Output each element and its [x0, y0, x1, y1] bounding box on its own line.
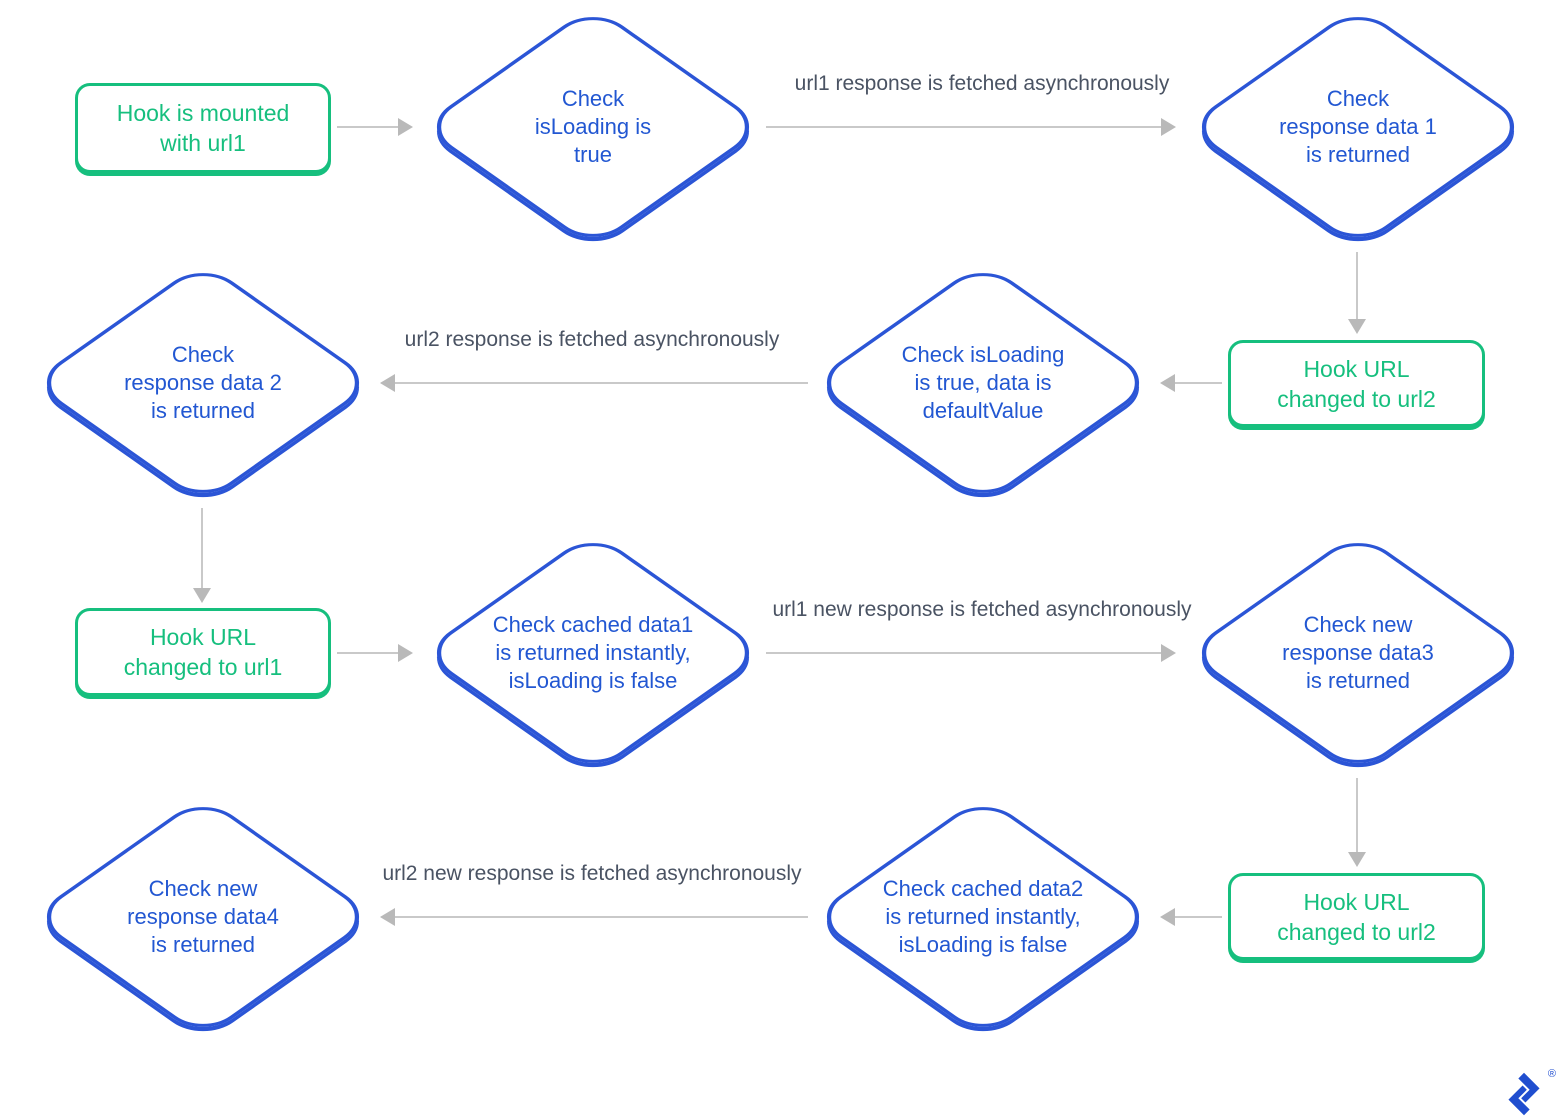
registered-mark: ® — [1547, 1068, 1556, 1080]
node-label: Check isLoading is true — [534, 86, 652, 167]
toptal-logo-icon — [1508, 1072, 1540, 1116]
node-hook-url-changed-url2: Hook URL changed to url2 — [1228, 340, 1485, 427]
node-label: Check response data 1 is returned — [1279, 86, 1437, 167]
node-check-isloading-true: Check isLoading is true — [419, 4, 767, 250]
node-check-isloading-defaultvalue: Check isLoading is true, data is default… — [809, 260, 1157, 506]
edge-label-url2-response: url2 response is fetched asynchronously — [404, 328, 780, 351]
node-check-response-data-1: Check response data 1 is returned — [1184, 4, 1532, 250]
node-check-cached-data1: Check cached data1 is returned instantly… — [419, 530, 767, 776]
node-check-cached-data2: Check cached data2 is returned instantly… — [809, 794, 1157, 1040]
node-label: Check cached data1 is returned instantly… — [492, 612, 694, 693]
action-box-shape — [1228, 873, 1485, 960]
edge-label-url1-response: url1 response is fetched asynchronously — [794, 72, 1170, 95]
node-label: Hook is mounted with url1 — [116, 100, 290, 156]
node-check-response-data-2: Check response data 2 is returned — [29, 260, 377, 506]
node-label: Check isLoading is true, data is default… — [901, 342, 1065, 423]
action-box-shape — [75, 83, 331, 173]
node-check-new-response-data3: Check new response data3 is returned — [1184, 530, 1532, 776]
node-hook-url-changed-url2-again: Hook URL changed to url2 — [1228, 873, 1485, 960]
toptal-logo: ® — [1502, 1068, 1556, 1116]
node-hook-mounted-url1: Hook is mounted with url1 — [75, 83, 331, 173]
action-box-shape — [1228, 340, 1485, 427]
node-label: Hook URL changed to url2 — [1277, 355, 1436, 412]
action-box-shape — [75, 608, 331, 696]
node-label: Check response data 2 is returned — [124, 342, 282, 423]
node-label: Hook URL changed to url2 — [1277, 888, 1436, 945]
node-check-new-response-data4: Check new response data4 is returned — [29, 794, 377, 1040]
node-label: Check cached data2 is returned instantly… — [882, 876, 1084, 957]
node-hook-url-changed-url1: Hook URL changed to url1 — [75, 608, 331, 696]
edge-label-url1-new-response: url1 new response is fetched asynchronou… — [772, 598, 1192, 621]
node-label: Check new response data3 is returned — [1282, 612, 1434, 693]
node-label: Hook URL changed to url1 — [123, 624, 283, 680]
node-label: Check new response data4 is returned — [127, 876, 279, 957]
edge-label-url2-new-response: url2 new response is fetched asynchronou… — [382, 862, 802, 885]
